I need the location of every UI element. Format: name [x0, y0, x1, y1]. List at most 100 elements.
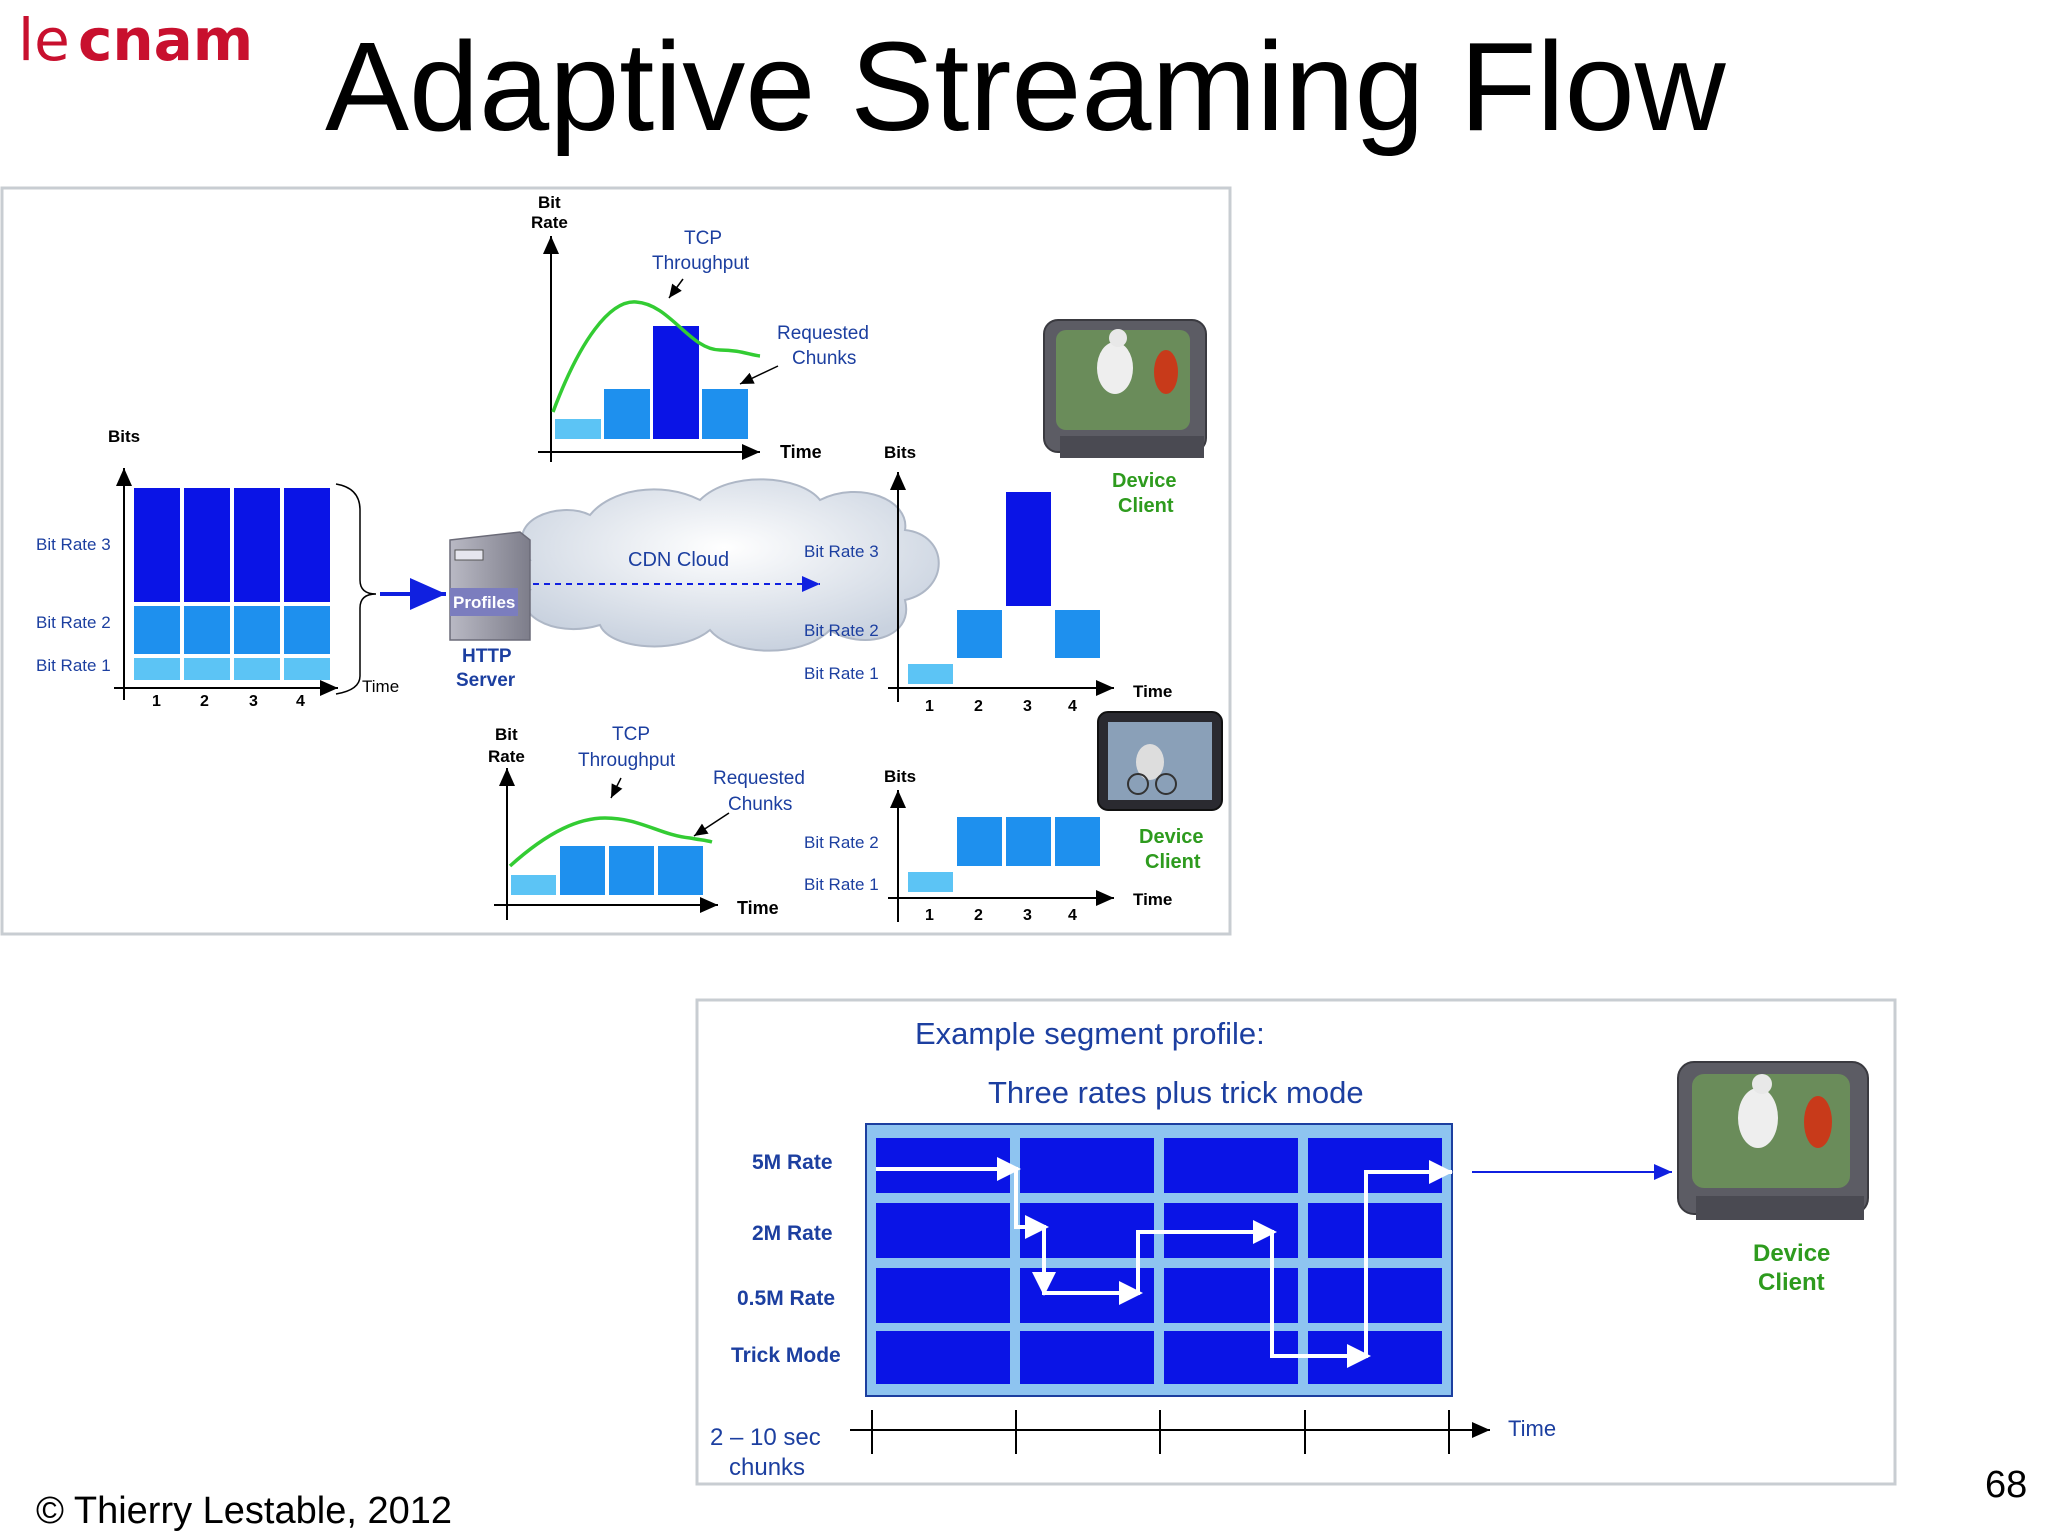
- lower-chunk-4: [658, 846, 703, 895]
- tv-chunk-2: [957, 610, 1002, 658]
- left-chart-tick-2: 2: [200, 693, 209, 710]
- slide-title: Adaptive Streaming Flow: [325, 16, 1726, 157]
- upper-x-label: Time: [780, 442, 822, 462]
- chunk-duration-1: 2 – 10 sec: [710, 1424, 821, 1451]
- cloud-shape: [508, 478, 940, 652]
- left-stack-rate-2-col-1: [134, 606, 180, 654]
- lower-tcp-label-1: TCP: [612, 724, 650, 745]
- left-stack-rate-2-col-2: [184, 606, 230, 654]
- upper-req-label-2: Chunks: [792, 348, 856, 369]
- bottom-tv-device-icon: [1677, 1061, 1869, 1220]
- lower-x-label: Time: [737, 898, 779, 918]
- tv-device-label-2: Client: [1118, 495, 1174, 517]
- upper-chunk-4: [702, 389, 748, 439]
- segment-cell-r3-c3: [1164, 1268, 1298, 1323]
- left-stack-rate-1-col-2: [184, 658, 230, 680]
- row-label-2m: 2M Rate: [752, 1222, 833, 1245]
- tablet-chunk-4: [1055, 817, 1100, 866]
- bottom-device-label-1: Device: [1753, 1240, 1830, 1267]
- tablet-chart-tick-1: 1: [925, 907, 934, 924]
- tv-chart-tick-3: 3: [1023, 698, 1032, 715]
- tv-client-chart: Bits Time Bit Rate 3 Bit Rate 2 Bit Rate…: [804, 443, 1172, 715]
- tablet-wheel-back: [1127, 773, 1149, 795]
- segment-cell-r3-c1: [876, 1268, 1010, 1323]
- left-chart-row-3: Bit Rate 3: [36, 535, 111, 554]
- segment-cell-r2-c2: [1020, 1203, 1154, 1258]
- upper-throughput-chart: Bit Rate Time TCP Throughput Requested C…: [531, 193, 869, 462]
- bottom-title: Example segment profile:: [915, 1016, 1265, 1051]
- tv-chart-tick-1: 1: [925, 698, 934, 715]
- tv-chart-row-2: Bit Rate 2: [804, 621, 879, 640]
- tablet-chart-x-label: Time: [1133, 890, 1172, 909]
- segment-cell-r2-c1: [876, 1203, 1010, 1258]
- left-chart-tick-1: 1: [152, 693, 161, 710]
- bottom-tv-player-figure: [1738, 1088, 1778, 1148]
- left-chart-x-label: Time: [362, 677, 399, 696]
- left-stack-rate-2-col-4: [284, 606, 330, 654]
- left-chart-row-1: Bit Rate 1: [36, 656, 111, 675]
- segment-cell-r4-c2: [1020, 1331, 1154, 1384]
- server-badge: [450, 588, 518, 616]
- tv-chart-x-label: Time: [1133, 682, 1172, 701]
- lower-y-label-2: Rate: [488, 747, 525, 766]
- upper-req-label-1: Requested: [777, 323, 869, 344]
- left-stack-rate-3-col-2: [184, 488, 230, 602]
- tv-chart-tick-4: 4: [1068, 698, 1077, 715]
- tv-chunk-1: [908, 664, 953, 684]
- segment-cell-r1-c4: [1308, 1138, 1442, 1193]
- segment-cell-r4-c1: [876, 1331, 1010, 1384]
- left-stack-rate-1-col-3: [234, 658, 280, 680]
- lower-chunk-1: [511, 875, 556, 895]
- upper-tcp-curve: [551, 300, 761, 413]
- left-stack-rate-3-col-3: [234, 488, 280, 602]
- left-chart-brace: [335, 483, 377, 695]
- server-label-1: HTTP: [462, 646, 512, 667]
- tv-chart-row-1: Bit Rate 1: [804, 664, 879, 683]
- row-label-trick: Trick Mode: [731, 1344, 841, 1367]
- upper-chunk-2: [604, 389, 650, 439]
- lower-chunk-3: [609, 846, 654, 895]
- lower-tcp-pointer: [610, 777, 623, 799]
- segment-cell-r2-c4: [1308, 1203, 1442, 1258]
- lower-y-label-1: Bit: [495, 725, 518, 744]
- left-stack-rate-1-col-1: [134, 658, 180, 680]
- segment-cell-r3-c4: [1308, 1268, 1442, 1323]
- server-bitrate-chart: Bits Time Bit Rate 3 Bit Rate 2 Bit Rate…: [36, 427, 446, 710]
- tv-chart-y-label: Bits: [884, 443, 916, 462]
- lower-tcp-label-2: Throughput: [578, 750, 676, 771]
- left-chart-tick-3: 3: [249, 693, 258, 710]
- timeline-ticks: [871, 1410, 1450, 1454]
- tv-chunk-3: [1006, 492, 1051, 606]
- tablet-chunk-2: [957, 817, 1002, 866]
- tablet-chart-tick-2: 2: [974, 907, 983, 924]
- lower-throughput-chart: Bit Rate Time TCP Throughput Requested C…: [488, 724, 805, 920]
- tv-device-icon: [1043, 319, 1207, 458]
- upper-chunk-3: [653, 326, 699, 439]
- left-chart-row-2: Bit Rate 2: [36, 613, 111, 632]
- bottom-tv-player-helmet: [1752, 1074, 1772, 1094]
- row-label-5m: 5M Rate: [752, 1151, 833, 1174]
- tablet-device-icon: [1097, 711, 1223, 811]
- tv-chart-tick-2: 2: [974, 698, 983, 715]
- upper-req-pointer: [739, 365, 779, 385]
- tv-player-helmet: [1109, 329, 1127, 347]
- upper-tcp-label-1: TCP: [684, 228, 722, 249]
- tablet-chunk-1: [908, 872, 953, 892]
- tablet-chart-row-1: Bit Rate 1: [804, 875, 879, 894]
- left-stack-rate-3-col-1: [134, 488, 180, 602]
- tablet-chart-tick-4: 4: [1068, 907, 1077, 924]
- top-diagram: Bits Time Bit Rate 3 Bit Rate 2 Bit Rate…: [0, 186, 1232, 936]
- lower-chunk-2: [560, 846, 605, 895]
- upper-tcp-pointer: [668, 278, 684, 299]
- tv-base: [1060, 436, 1204, 458]
- left-chart-tick-4: 4: [296, 693, 305, 710]
- segment-cell-r1-c3: [1164, 1138, 1298, 1193]
- tv-chunk-4: [1055, 610, 1100, 658]
- tv-player-figure: [1097, 342, 1133, 394]
- server-label-2: Server: [456, 670, 516, 691]
- lower-req-label-1: Requested: [713, 768, 805, 789]
- tablet-wheel-front: [1155, 773, 1177, 795]
- left-stack-rate-3-col-4: [284, 488, 330, 602]
- tablet-chunk-3: [1006, 817, 1051, 866]
